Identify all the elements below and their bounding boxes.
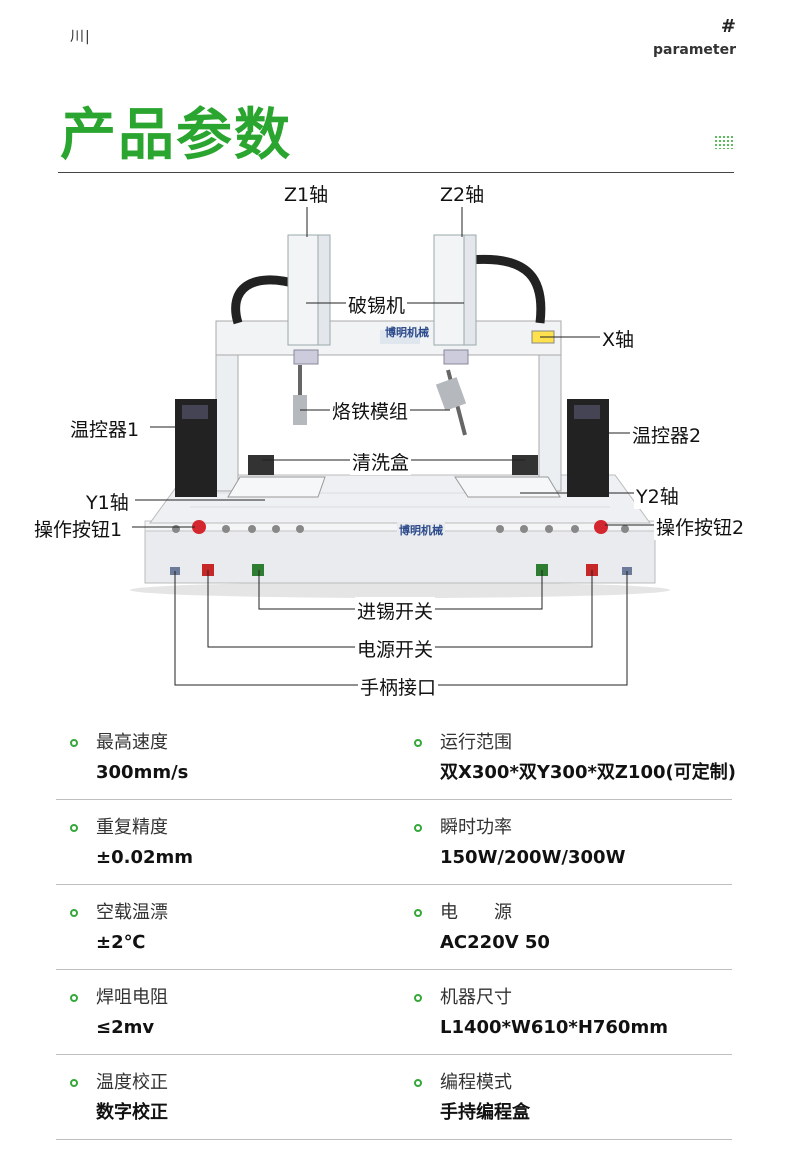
callout-x-axis: X轴 <box>600 325 637 352</box>
callout-temp-controller-2: 温控器2 <box>630 421 704 448</box>
callout-y2-axis: Y2轴 <box>634 482 681 509</box>
spec-value: ±0.02mm <box>96 847 194 868</box>
callout-power-switch: 电源开关 <box>355 635 436 662</box>
spec-value: 双X300*双Y300*双Z100(可定制) <box>440 762 736 783</box>
spec-item: 焊咀电阻 ≤2mv <box>70 986 168 1040</box>
bullet-icon <box>414 739 422 747</box>
spec-item: 电 源 AC220V 50 <box>414 901 550 955</box>
spec-item: 最高速度 300mm/s <box>70 731 188 785</box>
spec-label: 最高速度 <box>96 732 168 753</box>
machine-diagram: 博明机械 博明机械 Z1轴 Z2轴 破锡机 X轴 烙铁模组 温控器1 温控器2 … <box>0 175 790 705</box>
spec-value: 手持编程盒 <box>440 1102 530 1123</box>
spec-label: 编程模式 <box>440 1072 512 1093</box>
spec-item: 瞬时功率 150W/200W/300W <box>414 816 625 870</box>
title-divider <box>58 172 734 173</box>
callout-operate-button-2: 操作按钮2 <box>654 513 747 540</box>
spec-item: 重复精度 ±0.02mm <box>70 816 193 870</box>
bullet-icon <box>414 994 422 1002</box>
bullet-icon <box>414 909 422 917</box>
spec-value: L1400*W610*H760mm <box>440 1017 668 1038</box>
bullet-icon <box>70 739 78 747</box>
callout-operate-button-1: 操作按钮1 <box>32 515 125 542</box>
spec-row: 最高速度 300mm/s 运行范围 双X300*双Y300*双Z100(可定制) <box>56 715 736 800</box>
callout-tin-feed-switch: 进锡开关 <box>355 597 436 624</box>
bullet-icon <box>414 824 422 832</box>
spec-row: 重复精度 ±0.02mm 瞬时功率 150W/200W/300W <box>56 800 732 885</box>
brand-plate-top: 博明机械 <box>385 326 429 339</box>
spec-label: 电 源 <box>440 902 512 923</box>
callout-tin-breaker: 破锡机 <box>346 291 408 318</box>
page-title: 产品参数 <box>60 103 292 168</box>
spec-value: 300mm/s <box>96 762 189 783</box>
callout-temp-controller-1: 温控器1 <box>68 415 142 442</box>
spec-item: 空载温漂 ±2℃ <box>70 901 168 955</box>
spec-value: ±2℃ <box>96 932 146 953</box>
spec-row: 温度校正 数字校正 编程模式 手持编程盒 <box>56 1055 732 1140</box>
spec-row: 焊咀电阻 ≤2mv 机器尺寸 L1400*W610*H760mm <box>56 970 732 1055</box>
brand-plate-front: 博明机械 <box>397 522 445 538</box>
callout-cleaning-box: 清洗盒 <box>350 448 412 475</box>
spec-item: 运行范围 双X300*双Y300*双Z100(可定制) <box>414 731 736 785</box>
spec-label: 焊咀电阻 <box>96 987 168 1008</box>
callout-y1-axis: Y1轴 <box>84 488 131 515</box>
spec-item: 机器尺寸 L1400*W610*H760mm <box>414 986 668 1040</box>
spec-label: 温度校正 <box>96 1072 168 1093</box>
hash-symbol: # <box>720 16 736 37</box>
callout-handle-port: 手柄接口 <box>358 673 439 700</box>
bullet-icon <box>70 824 78 832</box>
callout-z2-axis: Z2轴 <box>438 180 487 207</box>
section-subtitle: parameter <box>653 42 736 58</box>
bullet-icon <box>414 1079 422 1087</box>
bullet-icon <box>70 1079 78 1087</box>
bullet-icon <box>70 909 78 917</box>
spec-value: 数字校正 <box>96 1102 168 1123</box>
spec-label: 瞬时功率 <box>440 817 512 838</box>
spec-row: 空载温漂 ±2℃ 电 源 AC220V 50 <box>56 885 732 970</box>
spec-item: 编程模式 手持编程盒 <box>414 1071 530 1125</box>
logo-mark: 川| <box>70 29 91 45</box>
spec-table: 最高速度 300mm/s 运行范围 双X300*双Y300*双Z100(可定制)… <box>56 715 736 1140</box>
bullet-icon <box>70 994 78 1002</box>
spec-item: 温度校正 数字校正 <box>70 1071 168 1125</box>
dot-grid-icon <box>714 135 734 149</box>
spec-value: AC220V 50 <box>440 932 550 953</box>
spec-label: 重复精度 <box>96 817 168 838</box>
spec-label: 空载温漂 <box>96 902 168 923</box>
spec-value: ≤2mv <box>96 1017 155 1038</box>
spec-value: 150W/200W/300W <box>440 847 626 868</box>
spec-label: 运行范围 <box>440 732 512 753</box>
callout-iron-module: 烙铁模组 <box>330 397 411 424</box>
spec-label: 机器尺寸 <box>440 987 512 1008</box>
callout-z1-axis: Z1轴 <box>282 180 331 207</box>
